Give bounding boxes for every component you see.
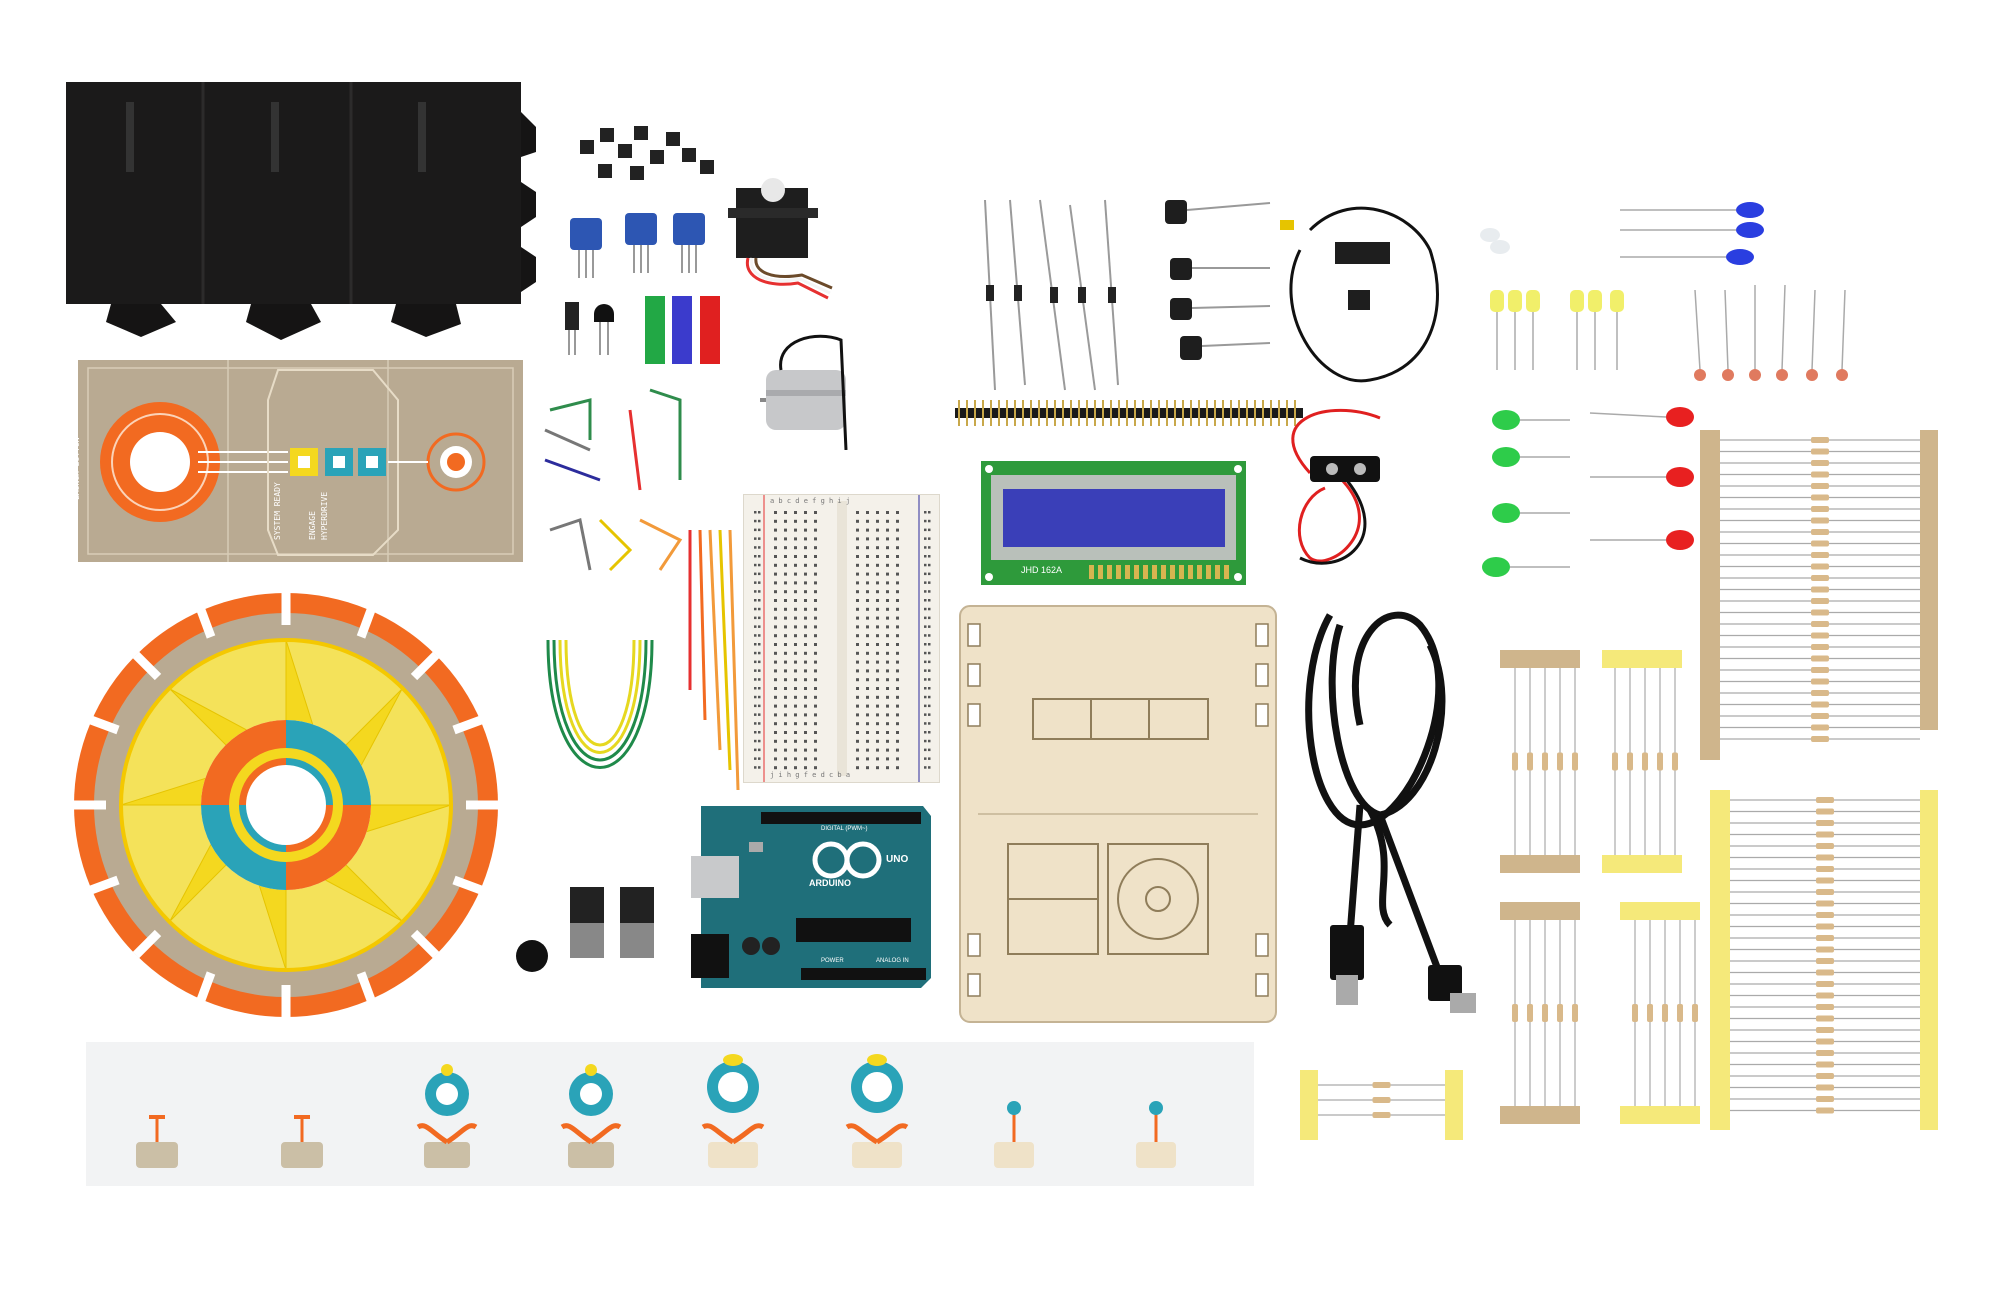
pushbuttons bbox=[570, 120, 730, 190]
breadboard-letters-bottom: j i h g f e d c b a bbox=[770, 771, 851, 779]
dc-motor bbox=[756, 330, 856, 450]
tilt-sensor bbox=[560, 300, 630, 360]
diodes bbox=[980, 195, 1145, 395]
plant-5 bbox=[701, 1054, 765, 1168]
arduino-digital-label: DIGITAL (PWM~) bbox=[821, 826, 868, 832]
black-box bbox=[66, 82, 536, 340]
plant-7 bbox=[994, 1101, 1034, 1168]
system-ready-label: SYSTEM READY bbox=[273, 482, 282, 540]
resistor-tape-strips bbox=[1290, 420, 1940, 1140]
jumper-wires bbox=[530, 370, 750, 840]
arduino-analog-label: ANALOG IN bbox=[876, 958, 909, 964]
wood-base bbox=[958, 604, 1278, 1024]
usb-cable bbox=[1300, 605, 1480, 1025]
hyperdrive-label: HYPERDRIVE bbox=[320, 491, 329, 540]
plant-8 bbox=[1136, 1101, 1176, 1168]
launch-button-label: LAUNCH BUTTON bbox=[72, 437, 81, 500]
servo-motor bbox=[728, 168, 838, 308]
lcd-model-label: JHD 162A bbox=[1021, 565, 1063, 575]
breadboard-letters-top: a b c d e f g h i j bbox=[770, 497, 851, 505]
arduino-brand: ARDUINO bbox=[809, 878, 851, 888]
battery-clip bbox=[1270, 398, 1390, 578]
plant-3 bbox=[416, 1064, 478, 1168]
gel-filters bbox=[640, 294, 730, 368]
arduino-model: UNO bbox=[886, 854, 909, 865]
engage-label: ENGAGE bbox=[308, 511, 317, 540]
plant-1 bbox=[136, 1115, 178, 1168]
plant-strip bbox=[86, 1042, 1254, 1186]
capacitors bbox=[1160, 198, 1280, 368]
control-panel: LAUNCH BUTTON SYSTEM READY ENGAGE HYPERD… bbox=[72, 360, 523, 562]
color-wheel bbox=[66, 585, 506, 1025]
breadboard: a b c d e f g h i j j i h g f e d c b a bbox=[743, 494, 940, 783]
ic-chips bbox=[1280, 190, 1460, 390]
plant-6 bbox=[845, 1054, 909, 1168]
regulators-piezo bbox=[500, 872, 670, 982]
lcd-module: JHD 162A bbox=[981, 461, 1246, 585]
plant-4 bbox=[560, 1064, 622, 1168]
potentiometers bbox=[565, 208, 715, 288]
plant-2 bbox=[281, 1115, 323, 1168]
arduino-uno-board: ARDUINO UNO DIGITAL (PWM~) POWER ANALOG … bbox=[691, 806, 931, 988]
header-pins bbox=[955, 400, 1305, 430]
arduino-power-label: POWER bbox=[821, 958, 844, 964]
leds-and-photoresistors bbox=[1470, 195, 1890, 595]
